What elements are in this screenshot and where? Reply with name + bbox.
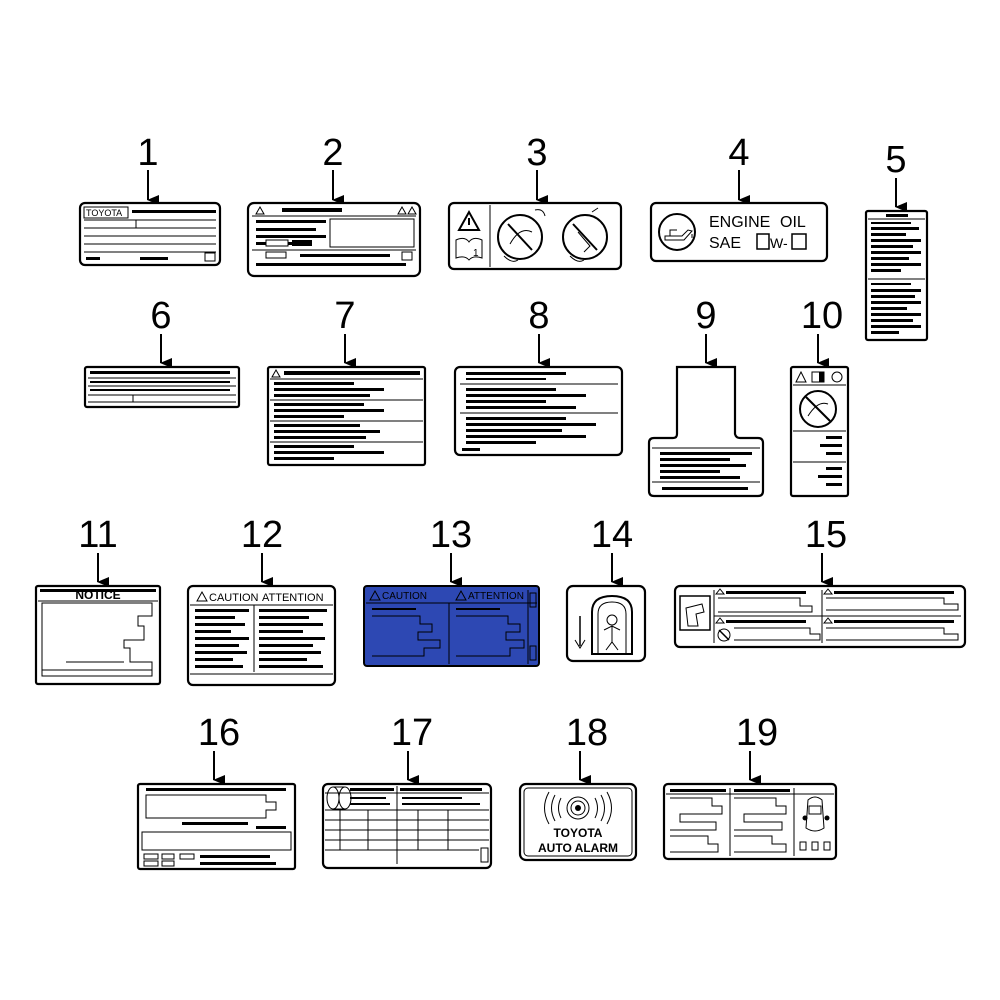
label-11-notice-text: NOTICE	[75, 588, 120, 602]
callout-number-10: 10	[801, 295, 843, 337]
part-8[interactable]: 8	[453, 295, 624, 457]
label-8-plate	[453, 365, 624, 457]
part-10[interactable]: 10	[789, 295, 850, 498]
label-13-attention-text: ATTENTION	[468, 591, 524, 602]
callout-number-12: 12	[241, 514, 283, 556]
part-1[interactable]: 1 TOYOTA	[78, 132, 222, 267]
label-16-plate	[136, 782, 297, 871]
child-seat-icon	[591, 594, 633, 655]
label-13-caution-text: CAUTION	[382, 591, 427, 602]
callout-number-2: 2	[322, 132, 343, 174]
part-18[interactable]: 18 TOYOTA AUTO ALARM	[518, 712, 638, 862]
part-12[interactable]: 12 CAUTION ATTENTION	[186, 514, 337, 687]
svg-text:1: 1	[473, 248, 479, 259]
label-4-oil-text: OIL	[780, 214, 806, 231]
callout-number-16: 16	[198, 712, 240, 754]
callout-number-6: 6	[150, 295, 171, 337]
manual-book-icon: 1	[455, 237, 483, 261]
callout-number-4: 4	[728, 132, 749, 174]
label-1-plate: TOYOTA	[78, 201, 222, 267]
part-13[interactable]: 13 CAUTION ATTENTION	[363, 514, 540, 667]
callout-number-5: 5	[885, 139, 906, 181]
part-17[interactable]: 17	[321, 712, 493, 870]
label-17-plate	[321, 782, 493, 870]
callout-number-17: 17	[391, 712, 433, 754]
label-3-plate: 1	[447, 201, 623, 271]
part-15[interactable]: 15	[673, 514, 967, 649]
part-19[interactable]: 19	[662, 712, 838, 861]
no-steering-icon	[799, 390, 837, 428]
warning-triangle-icon	[457, 209, 481, 231]
label-14-plate	[565, 584, 647, 663]
label-4-w-text: W-	[770, 235, 788, 251]
no-steering-icon	[497, 209, 546, 262]
label-15-plate	[673, 584, 967, 649]
callout-number-13: 13	[430, 514, 472, 556]
alarm-speaker-icon	[544, 791, 612, 825]
part-5[interactable]: 5	[864, 139, 929, 342]
callout-number-18: 18	[566, 712, 608, 754]
callout-number-7: 7	[334, 295, 355, 337]
callout-number-3: 3	[526, 132, 547, 174]
callout-number-1: 1	[137, 132, 158, 174]
label-10-plate	[789, 365, 850, 498]
label-18-brand-text: TOYOTA	[554, 826, 603, 840]
label-18-plate: TOYOTA AUTO ALARM	[518, 782, 638, 862]
part-6[interactable]: 6	[83, 295, 241, 409]
label-4-sae-text: SAE	[709, 235, 741, 252]
label-11-plate: NOTICE	[34, 584, 162, 686]
oil-can-icon	[658, 213, 696, 251]
label-1-brand-text: TOYOTA	[86, 208, 122, 218]
no-seat-icon	[562, 207, 608, 262]
label-2-plate	[246, 201, 422, 278]
label-13-plate: CAUTION ATTENTION	[363, 585, 540, 667]
label-12-caution-text: CAUTION	[209, 592, 259, 604]
part-4[interactable]: 4 ENGINE OIL SAE W-	[649, 132, 829, 263]
label-4-plate: ENGINE OIL SAE W-	[649, 201, 829, 263]
label-4-engine-text: ENGINE	[709, 214, 770, 231]
down-arrow-icon	[574, 616, 586, 649]
label-18-alarm-text: AUTO ALARM	[538, 841, 618, 855]
part-9[interactable]: 9	[647, 295, 765, 498]
callout-number-8: 8	[528, 295, 549, 337]
label-12-plate: CAUTION ATTENTION	[186, 584, 337, 687]
part-16[interactable]: 16	[136, 712, 297, 871]
part-3[interactable]: 3 1	[447, 132, 623, 271]
label-12-attention-text: ATTENTION	[262, 592, 324, 604]
label-7-plate	[266, 365, 427, 467]
callout-number-15: 15	[805, 514, 847, 556]
callout-number-14: 14	[591, 514, 633, 556]
callout-number-19: 19	[736, 712, 778, 754]
label-9-plate	[647, 365, 765, 498]
label-19-plate	[662, 782, 838, 861]
part-7[interactable]: 7	[266, 295, 427, 467]
car-top-view-icon	[799, 796, 831, 851]
callout-number-9: 9	[695, 295, 716, 337]
callout-number-11: 11	[78, 514, 117, 556]
label-5-plate	[864, 209, 929, 342]
part-2[interactable]: 2	[246, 132, 422, 278]
label-6-plate	[83, 365, 241, 409]
part-14[interactable]: 14	[565, 514, 647, 663]
part-11[interactable]: 11 NOTICE	[34, 514, 162, 686]
